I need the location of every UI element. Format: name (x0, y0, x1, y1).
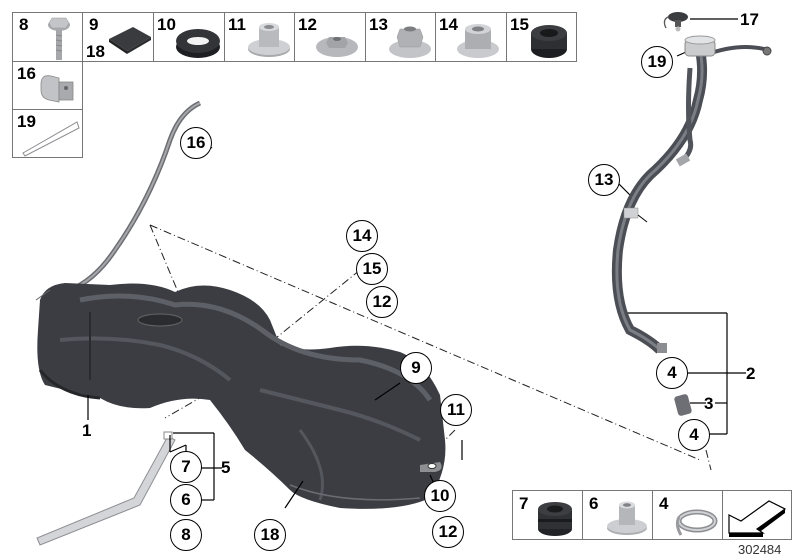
strap-icon (22, 121, 80, 157)
flange-nut-icon (389, 26, 431, 58)
part-number-secondary: 18 (86, 42, 105, 61)
part-number: 4 (659, 494, 669, 513)
collar-washer-icon (607, 501, 647, 535)
callout-11[interactable]: 11 (440, 394, 472, 426)
spacer-sleeve-icon (457, 24, 499, 58)
filler-pipe (611, 12, 772, 416)
label-1[interactable]: 1 (82, 421, 92, 440)
callout-12-lower[interactable]: 12 (432, 516, 464, 548)
fuel-tank (37, 283, 446, 509)
part-cell-7[interactable]: 7 (512, 490, 583, 540)
part-cell-12[interactable]: 12 (294, 12, 366, 62)
part-number: 13 (369, 15, 388, 34)
flange-nut-low-icon (316, 37, 358, 57)
vent-hose (69, 100, 202, 293)
part-cell-arrow[interactable] (722, 490, 792, 540)
rubber-grommet-icon (538, 502, 572, 536)
callout-15[interactable]: 15 (356, 253, 388, 285)
label-5[interactable]: 5 (221, 458, 231, 477)
label-17[interactable]: 17 (740, 10, 759, 29)
part-number: 7 (519, 494, 529, 513)
part-cell-10[interactable]: 10 (153, 12, 225, 62)
drawing-number: 302484 (738, 542, 782, 557)
callout-16[interactable]: 16 (180, 127, 212, 159)
callout-12-upper[interactable]: 12 (366, 286, 398, 318)
rubber-grommet-icon (531, 25, 567, 58)
part-cell-8[interactable]: 8 (12, 12, 83, 62)
part-number: 14 (439, 15, 458, 34)
hose-clamp-icon (675, 509, 718, 536)
part-number: 16 (17, 64, 36, 83)
callout-8[interactable]: 8 (170, 519, 202, 551)
callout-18[interactable]: 18 (254, 519, 286, 551)
part-number: 19 (17, 112, 36, 131)
callout-9[interactable]: 9 (400, 352, 432, 384)
direction-arrow-icon (728, 500, 787, 537)
collar-washer-icon (248, 23, 290, 57)
part-number: 6 (589, 494, 599, 513)
callout-7[interactable]: 7 (170, 451, 202, 483)
part-cell-13[interactable]: 13 (365, 12, 436, 62)
callout-4-upper[interactable]: 4 (656, 357, 688, 389)
label-3[interactable]: 3 (704, 394, 714, 413)
oval-grommet-icon (176, 29, 220, 58)
part-number: 12 (298, 15, 317, 34)
part-number: 10 (157, 15, 176, 34)
part-cell-19[interactable]: 19 (12, 109, 83, 158)
bolt-icon (48, 17, 70, 60)
clip-icon (40, 75, 74, 103)
part-number: 11 (228, 15, 246, 34)
part-cell-16[interactable]: 16 (12, 61, 83, 110)
part-number: 8 (19, 15, 29, 34)
part-cell-15[interactable]: 15 (506, 12, 577, 62)
part-cell-9-18[interactable]: 9 18 (82, 12, 154, 62)
callout-4-lower[interactable]: 4 (678, 419, 710, 451)
label-2[interactable]: 2 (746, 364, 756, 383)
callout-13[interactable]: 13 (588, 164, 620, 196)
part-cell-6[interactable]: 6 (582, 490, 653, 540)
callout-14[interactable]: 14 (346, 220, 378, 252)
part-cell-11[interactable]: 11 (224, 12, 295, 62)
callout-10[interactable]: 10 (424, 480, 456, 512)
tank-strap (36, 435, 176, 546)
part-number: 9 (89, 15, 99, 34)
part-number: 15 (510, 15, 529, 34)
callout-6[interactable]: 6 (170, 484, 202, 516)
callout-19[interactable]: 19 (641, 46, 673, 78)
part-cell-4[interactable]: 4 (652, 490, 723, 540)
pad-icon (109, 27, 151, 54)
